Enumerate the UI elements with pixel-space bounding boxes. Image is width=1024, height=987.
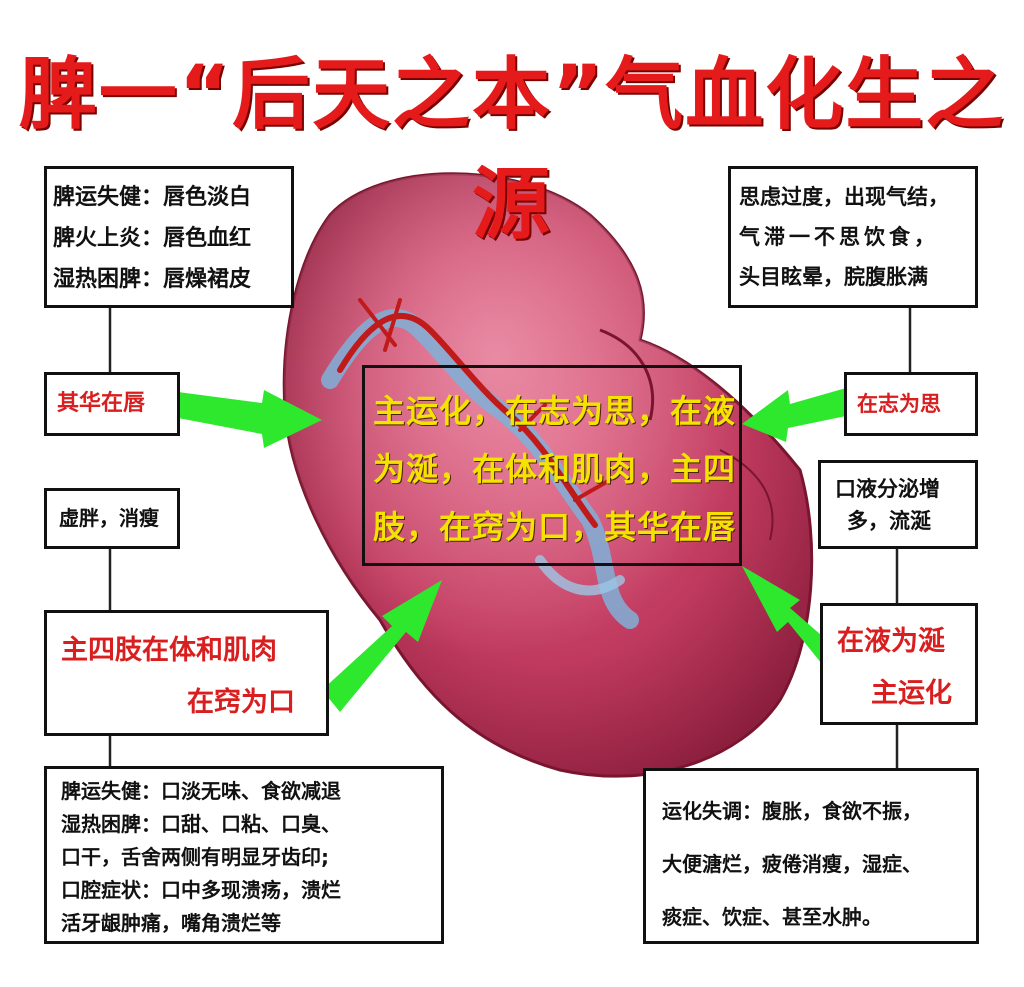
thought-box: 在志为思 [844, 372, 978, 436]
thought-symptom-line: 思虑过度，出现气结， [739, 185, 949, 209]
thought-symptoms-box: 思虑过度，出现气结， 气滞一不思饮食， 头目眩晕，脘腹胀满 [728, 166, 978, 308]
transport-symptom-line: 大便溏烂，疲倦消瘦，湿症、 [662, 852, 922, 876]
mouth-symptoms-box: 脾运失健：口淡无味、食欲减退 湿热困脾：口甜、口粘、口臭、 口干，舌舍两侧有明显… [44, 766, 444, 944]
mouth-symptom-line: 脾运失健：口淡无味、食欲减退 [61, 779, 341, 803]
lip-symptom-line: 脾火上炎：唇色血红 [53, 226, 252, 251]
transport-symptoms-box: 运化失调：腹胀，食欲不振， 大便溏烂，疲倦消瘦，湿症、 痰症、饮症、甚至水肿。 [643, 768, 979, 944]
green-arrow [178, 388, 846, 712]
transport-symptom-line: 运化失调：腹胀，食欲不振， [662, 799, 922, 823]
lip-symptom-line: 脾运失健：唇色淡白 [53, 185, 252, 210]
body-shape-label: 虚胖，消瘦 [59, 506, 159, 530]
limbs-label: 主四肢在体和肌肉 [61, 635, 277, 666]
saliva-label: 在液为涎 [837, 626, 945, 657]
mouth-symptom-line: 口腔症状：口中多现溃疡，溃烂 [61, 878, 341, 902]
center-summary-line: 为涎，在体和肌肉，主四 [373, 450, 737, 488]
thought-symptom-line: 头目眩晕，脘腹胀满 [739, 265, 928, 289]
center-summary-line: 主运化，在志为思，在液 [373, 392, 737, 430]
connector-lines [108, 306, 912, 768]
center-summary-box: 主运化，在志为思，在液 为涎，在体和肌肉，主四 肢，在窍为口，其华在唇 [362, 365, 742, 566]
lip-symptom-line: 湿热困脾：唇燥裙皮 [53, 267, 252, 292]
lip-symptoms-box: 脾运失健：唇色淡白 脾火上炎：唇色血红 湿热困脾：唇燥裙皮 [44, 166, 294, 308]
mouth-symptom-line: 湿热困脾：口甜、口粘、口臭、 [61, 812, 341, 836]
mouth-symptom-line: 口干，舌舍两侧有明显牙齿印; [61, 845, 329, 869]
mouth-orifice-label: 在窍为口 [187, 687, 295, 718]
lip-flower-box: 其华在唇 [44, 372, 180, 436]
transport-symptom-line: 痰症、饮症、甚至水肿。 [662, 905, 882, 929]
body-shape-box: 虚胖，消瘦 [44, 488, 180, 549]
saliva-symptoms-box: 口液分泌增 多，流涎 [818, 460, 978, 549]
center-summary-line: 肢，在窍为口，其华在唇 [373, 508, 737, 546]
thought-label: 在志为思 [857, 392, 941, 416]
lip-flower-label: 其华在唇 [57, 391, 146, 416]
mouth-symptom-line: 活牙龈肿痛，嘴角溃烂等 [61, 911, 281, 935]
limbs-box: 主四肢在体和肌肉 在窍为口 [44, 610, 329, 736]
saliva-symptom-line: 口液分泌增 [835, 477, 940, 501]
saliva-symptom-line: 多，流涎 [847, 509, 931, 533]
page-title: 脾一“后天之本”气血化生之源 [18, 50, 1006, 250]
saliva-box: 在液为涎 主运化 [820, 603, 978, 725]
transport-label: 主运化 [871, 678, 952, 709]
thought-symptom-line: 气滞一不思饮食， [739, 225, 939, 249]
